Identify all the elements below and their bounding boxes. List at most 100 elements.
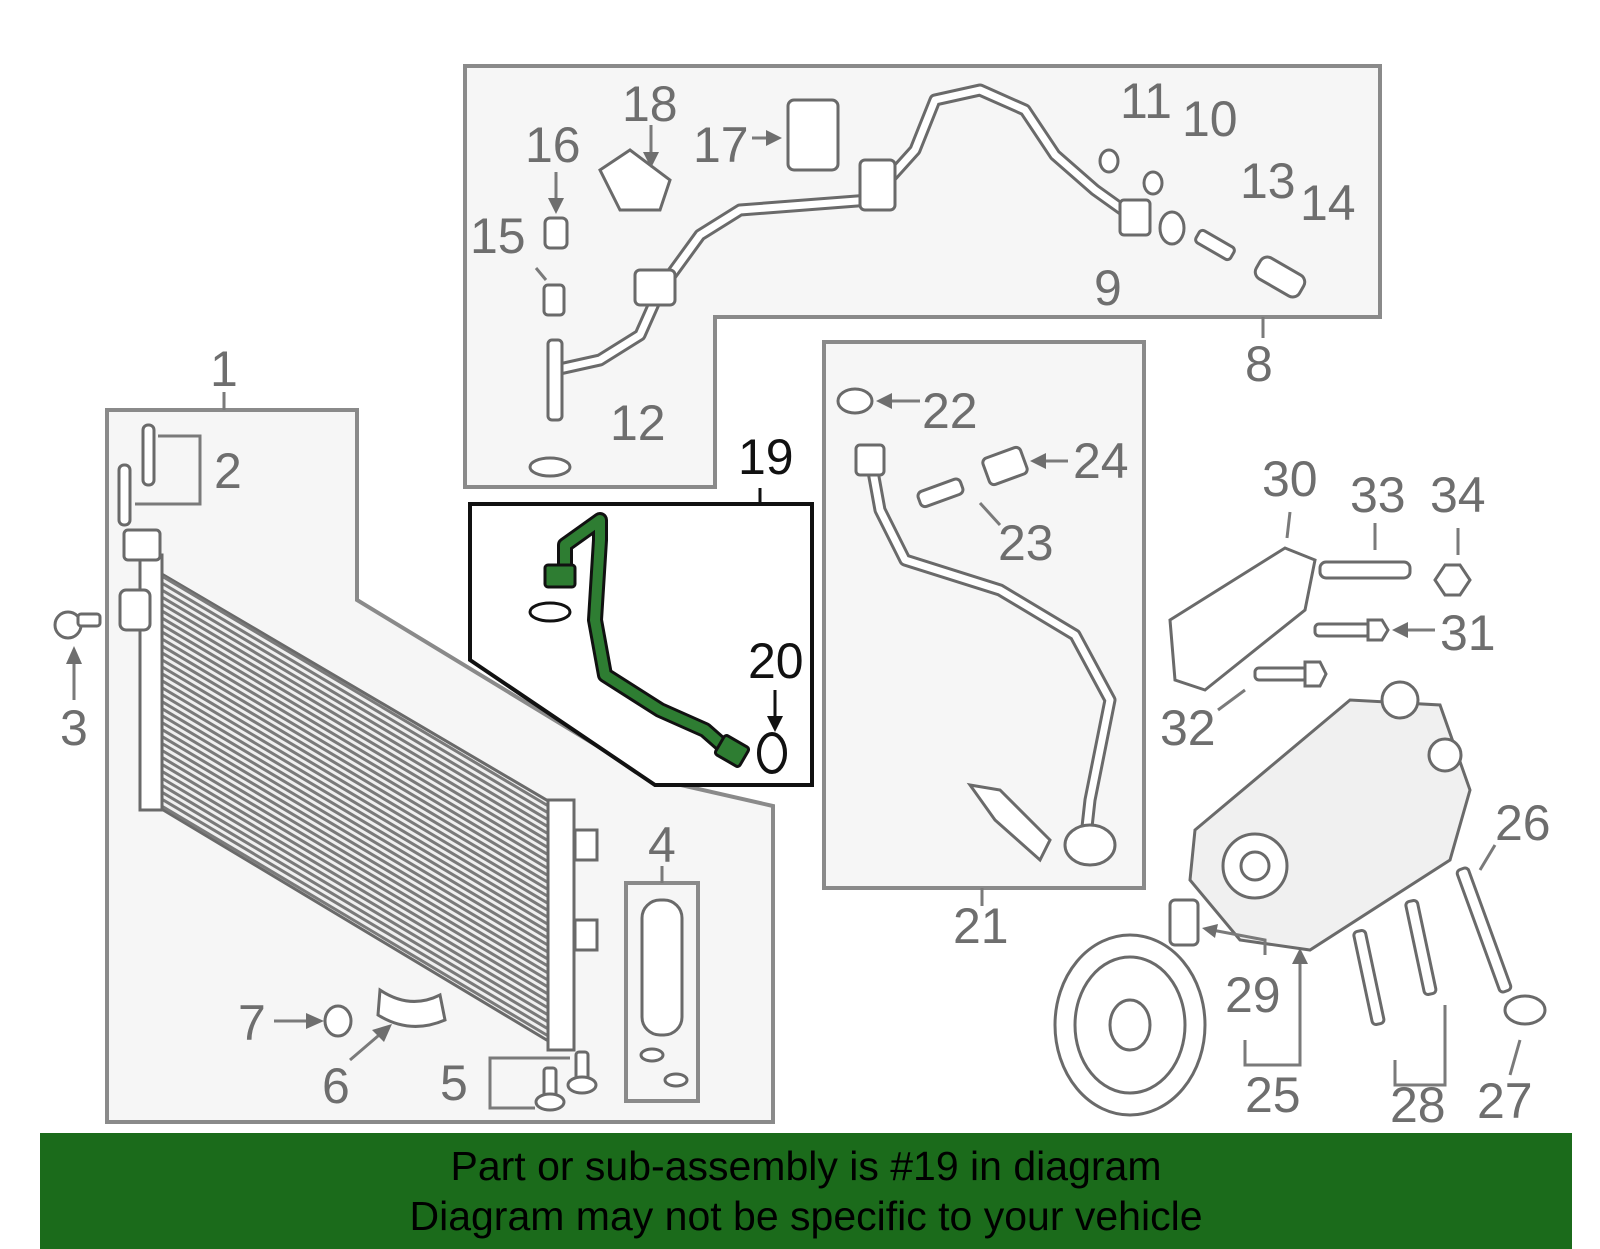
bolt-part-32 <box>1217 660 1328 712</box>
condenser-fin <box>159 580 551 816</box>
condenser-fin <box>159 601 551 837</box>
bracket-part-6 <box>349 987 447 1062</box>
ac-hose-part-21 <box>854 443 1117 867</box>
condenser-part <box>118 528 599 1052</box>
callout-27: 27 <box>1477 1073 1533 1129</box>
receiver-drier-part <box>639 898 689 1088</box>
compressor-part-25 <box>1188 680 1472 1067</box>
condenser-fin <box>159 789 551 1025</box>
condenser-fin <box>159 664 551 899</box>
condenser-fin <box>159 678 551 913</box>
condenser-fin <box>159 650 551 885</box>
condenser-fin <box>159 608 551 844</box>
condenser-fin <box>159 761 551 997</box>
cap-part-16 <box>543 172 569 250</box>
callout-11: 11 <box>1120 73 1172 129</box>
callout-10: 10 <box>1182 91 1238 147</box>
condenser-fin <box>159 796 551 1032</box>
condenser-fin <box>159 643 551 878</box>
sensor-part-14 <box>1253 255 1307 299</box>
condenser-fin <box>159 594 551 830</box>
callout-4: 4 <box>648 817 676 873</box>
pin-part-2 <box>117 423 202 527</box>
oring-part-10 <box>1142 170 1164 196</box>
banner-line-1: Part or sub-assembly is #19 in diagram <box>450 1143 1162 1189</box>
condenser-fin <box>159 754 551 990</box>
condenser-fin <box>159 727 551 962</box>
oring-part-9 <box>1158 210 1186 246</box>
condenser-fin <box>159 768 551 1004</box>
bracket-part-30 <box>1168 511 1317 692</box>
nut-part-27 <box>1503 994 1547 1076</box>
oring-part-22 <box>836 387 874 415</box>
callout-8: 8 <box>1245 336 1273 392</box>
condenser-fin <box>159 657 551 892</box>
condenser-fin <box>159 629 551 865</box>
oring-part-20 <box>757 732 787 774</box>
condenser-fin <box>159 740 551 976</box>
condenser-fin <box>159 713 551 948</box>
bolt-part-5 <box>488 1050 598 1112</box>
callout-17: 17 <box>693 117 749 173</box>
callout-21: 21 <box>953 898 1009 954</box>
callout-12: 12 <box>610 395 666 451</box>
condenser-fin <box>159 747 551 983</box>
callout-19: 19 <box>738 429 794 485</box>
cap-part-15 <box>534 267 566 317</box>
bolt-part-3 <box>53 610 102 700</box>
callout-30: 30 <box>1262 451 1318 507</box>
callout-25: 25 <box>1245 1067 1301 1123</box>
valve-part-13 <box>1194 228 1236 262</box>
callout-23: 23 <box>998 515 1054 571</box>
callout-20: 20 <box>748 633 804 689</box>
callout-5: 5 <box>440 1055 468 1111</box>
condenser-fin <box>159 699 551 934</box>
bracket-part-17 <box>752 98 840 172</box>
condenser-fin <box>159 692 551 927</box>
callout-1: 1 <box>210 341 238 397</box>
stud-part-33 <box>1318 523 1412 580</box>
condenser-fin <box>159 671 551 906</box>
condenser-fin <box>159 720 551 955</box>
callout-2: 2 <box>214 443 242 499</box>
callout-15: 15 <box>470 208 526 264</box>
grommet-part-7 <box>274 1004 353 1038</box>
condenser-fin <box>159 775 551 1011</box>
condenser-fin <box>159 573 551 809</box>
clamp-part-18 <box>598 125 672 212</box>
condenser-fin <box>159 706 551 941</box>
callout-6: 6 <box>322 1058 350 1114</box>
callout-9: 9 <box>1094 260 1122 316</box>
ac-hose-part-19 <box>528 512 751 768</box>
condenser-fin <box>159 587 551 823</box>
callout-24: 24 <box>1073 433 1129 489</box>
stud-part-26 <box>1455 844 1513 994</box>
callout-7: 7 <box>238 995 266 1051</box>
info-banner: Part or sub-assembly is #19 in diagram D… <box>40 1133 1572 1249</box>
callout-13: 13 <box>1240 153 1296 209</box>
callout-3: 3 <box>60 700 88 756</box>
callout-29: 29 <box>1225 967 1281 1023</box>
callout-33: 33 <box>1350 467 1406 523</box>
condenser-fin <box>159 734 551 969</box>
condenser-fin <box>159 622 551 858</box>
nut-part-34 <box>1433 528 1472 597</box>
callout-14: 14 <box>1300 175 1356 231</box>
banner-line-2: Diagram may not be specific to your vehi… <box>409 1193 1203 1239</box>
cap-part-24 <box>981 445 1068 487</box>
upper-hose-part-8 <box>546 83 1152 422</box>
callout-32: 32 <box>1160 700 1216 756</box>
valve-part-23 <box>916 477 1002 527</box>
bolt-part-28 <box>1352 899 1447 1087</box>
callout-16: 16 <box>525 117 581 173</box>
clutch-pulley-part <box>1053 933 1207 1117</box>
connector-part-29 <box>1168 898 1267 955</box>
callout-22: 22 <box>922 383 978 439</box>
condenser-fin <box>159 782 551 1018</box>
oring-part-12 <box>528 456 572 478</box>
condenser-fin <box>159 615 551 851</box>
bolt-part-31 <box>1313 618 1435 642</box>
callout-34: 34 <box>1430 467 1486 523</box>
oring-part-11 <box>1098 148 1120 174</box>
